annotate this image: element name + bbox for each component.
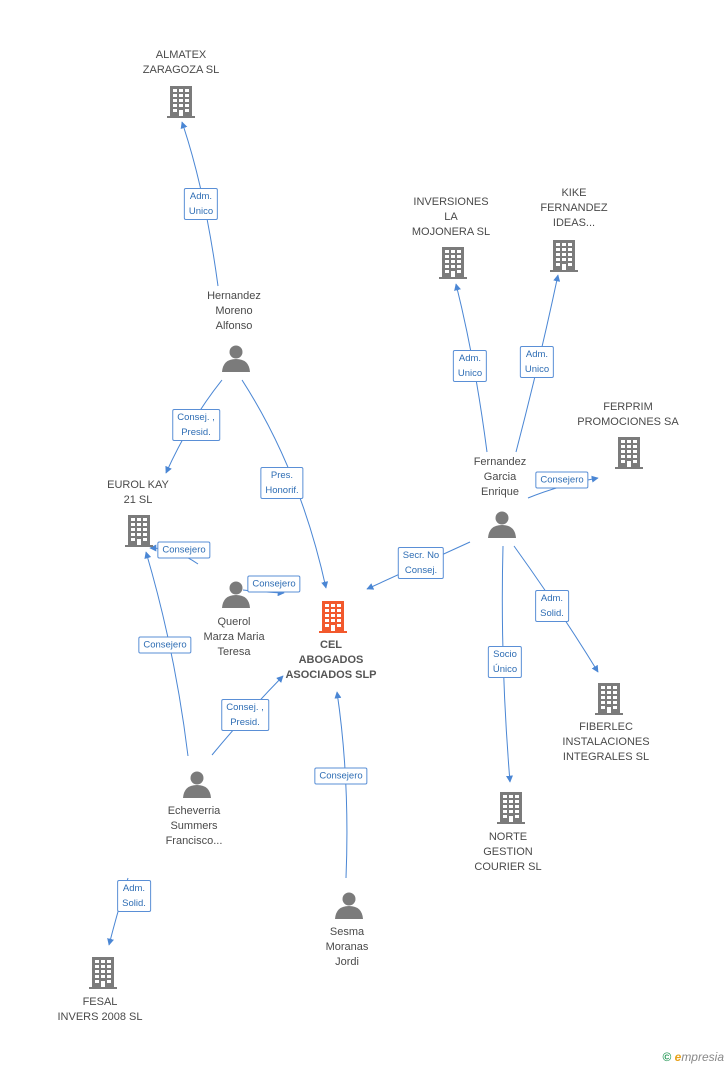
person-icon[interactable] (222, 345, 250, 373)
edge-label: Consej. , Presid. (172, 409, 220, 441)
edge-label: Consejero (535, 471, 589, 489)
main-company-building-icon[interactable] (319, 601, 347, 633)
node-label-norte[interactable]: NORTE GESTION COURIER SL (474, 831, 542, 873)
edge-label: Consejero (138, 636, 192, 654)
edge-sesma-to-cel (334, 691, 348, 879)
edge-label: Adm. Solid. (535, 590, 569, 622)
node-label-eurol[interactable]: EUROL KAY 21 SL (107, 479, 169, 506)
node-label-fesal[interactable]: FESAL INVERS 2008 SL (57, 996, 143, 1023)
company-building-icon[interactable] (615, 437, 643, 469)
edge-label: Consejero (157, 541, 211, 559)
node-label-echeverria[interactable]: Echeverria Summers Francisco... (165, 805, 223, 847)
node-label-cel[interactable]: CEL ABOGADOS ASOCIADOS SLP (285, 639, 377, 681)
node-label-almatex[interactable]: ALMATEX ZARAGOZA SL (142, 49, 220, 76)
person-icon[interactable] (183, 771, 211, 799)
node-label-fiberlec[interactable]: FIBERLEC INSTALACIONES INTEGRALES SL (562, 721, 650, 763)
person-icon[interactable] (222, 581, 250, 609)
edge-label: Adm. Solid. (117, 880, 151, 912)
company-building-icon[interactable] (497, 792, 525, 824)
edge-label: Secr. No Consej. (397, 547, 445, 579)
edge-label: Adm. Unico (452, 350, 488, 382)
edge-label: Adm. Unico (519, 346, 555, 378)
edge-label: Socio Único (487, 646, 523, 678)
company-building-icon[interactable] (439, 247, 467, 279)
edge-label: Adm. Unico (183, 188, 219, 220)
node-label-querol[interactable]: Querol Marza Maria Teresa (203, 616, 265, 658)
node-label-kike[interactable]: KIKE FERNANDEZ IDEAS... (540, 187, 608, 229)
node-label-ferprim[interactable]: FERPRIM PROMOCIONES SA (577, 401, 679, 428)
company-building-icon[interactable] (595, 683, 623, 715)
person-icon[interactable] (488, 511, 516, 539)
company-building-icon[interactable] (89, 957, 117, 989)
company-building-icon[interactable] (125, 515, 153, 547)
node-label-sesma[interactable]: Sesma Moranas Jordi (325, 926, 369, 968)
person-icon[interactable] (335, 892, 363, 920)
node-label-hernandez[interactable]: Hernandez Moreno Alfonso (207, 290, 261, 332)
edge-label: Consejero (314, 767, 368, 785)
company-building-icon[interactable] (167, 86, 195, 118)
node-label-inversiones[interactable]: INVERSIONES LA MOJONERA SL (411, 196, 491, 238)
edge-label: Consej. , Presid. (221, 699, 269, 731)
brand-logo: © empresia (662, 1050, 724, 1064)
edge-label: Pres. Honorif. (260, 467, 304, 499)
edge-label: Consejero (247, 575, 301, 593)
company-building-icon[interactable] (550, 240, 578, 272)
node-label-fernandez[interactable]: Fernandez Garcia Enrique (473, 456, 527, 498)
copyright-icon: © (662, 1050, 672, 1064)
